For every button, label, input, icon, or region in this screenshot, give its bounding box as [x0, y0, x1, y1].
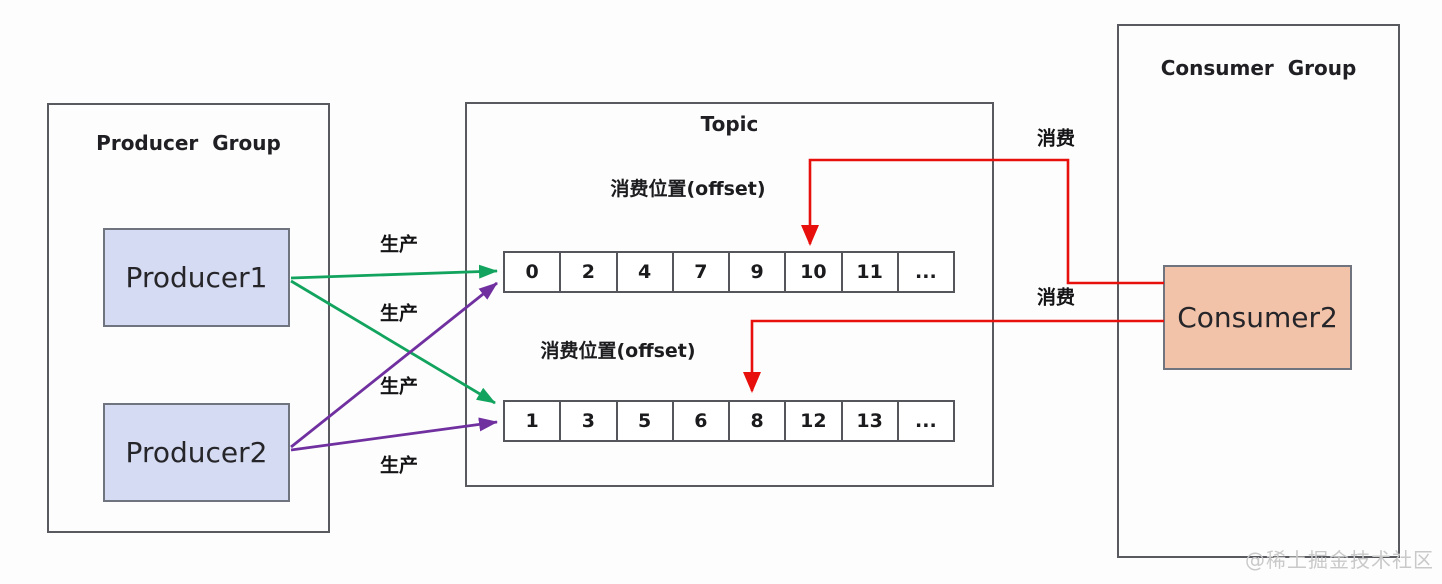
producer2-label: Producer2 — [125, 436, 268, 469]
queue-cell: 0 — [503, 251, 562, 293]
producer1-node: Producer1 — [103, 228, 290, 327]
producer2-node: Producer2 — [103, 403, 290, 502]
queue-cell: 11 — [840, 251, 899, 293]
queue-cell: 5 — [615, 400, 674, 442]
queue-cell: 3 — [559, 400, 618, 442]
consumer2-label: Consumer2 — [1177, 301, 1338, 334]
queue-cell: 2 — [559, 251, 618, 293]
consumer-group-title: Consumer Group — [1160, 56, 1357, 80]
consume-label-1: 消费 — [1036, 127, 1076, 150]
producer-group-title: Producer Group — [96, 131, 281, 155]
watermark: @稀土掘金技术社区 — [1245, 548, 1434, 572]
queue-cell: 6 — [671, 400, 730, 442]
produce-label-4: 生产 — [379, 454, 419, 477]
produce-label-1: 生产 — [379, 233, 419, 256]
queue-cell: 8 — [728, 400, 787, 442]
queue2-offset-label: 消费位置(offset) — [540, 340, 696, 362]
queue-cell: 9 — [728, 251, 787, 293]
queue-cell: 7 — [671, 251, 730, 293]
queue1-offset-label: 消费位置(offset) — [610, 178, 766, 200]
queue-cell: 4 — [615, 251, 674, 293]
topic-title: Topic — [700, 112, 759, 136]
produce-label-2: 生产 — [379, 302, 419, 325]
consume-label-2: 消费 — [1036, 286, 1076, 309]
consumer-group-box: Consumer Group — [1117, 24, 1400, 558]
produce-label-3: 生产 — [379, 375, 419, 398]
queue-cell: 1 — [503, 400, 562, 442]
queue-cell: 10 — [784, 251, 843, 293]
producer1-label: Producer1 — [125, 261, 268, 294]
consumer2-node: Consumer2 — [1163, 265, 1352, 370]
queue-cell: 13 — [840, 400, 899, 442]
queue-cell: ... — [896, 251, 955, 293]
queue-cell: 12 — [784, 400, 843, 442]
queue-cell: ... — [896, 400, 955, 442]
